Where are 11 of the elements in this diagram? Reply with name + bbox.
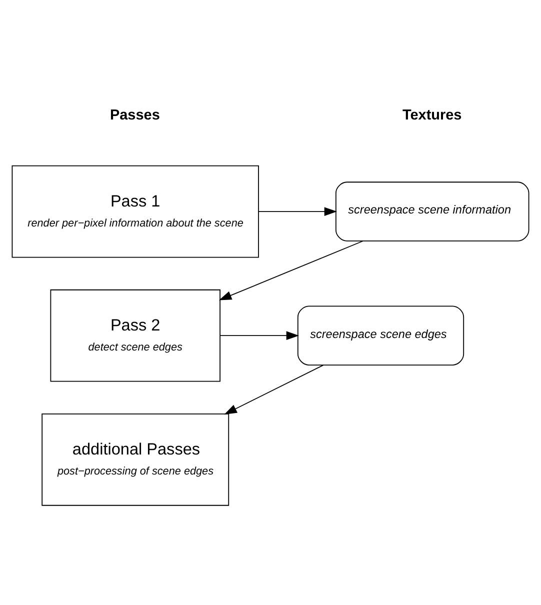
node-box: additional Passes post−processing of scene edges: [42, 412, 230, 506]
label: Passes: [110, 106, 160, 123]
arrow: [224, 364, 324, 414]
node-box: screenspace scene information: [335, 181, 530, 241]
arrow: [258, 206, 338, 216]
arrow: [220, 330, 300, 340]
arrow: [218, 240, 364, 300]
node-box: Pass 2 detect scene edges: [50, 288, 220, 382]
node-box: Pass 1 render per−pixel information about the scene: [12, 164, 259, 258]
node-box: screenspace scene edges: [297, 305, 464, 365]
label: Textures: [402, 106, 462, 123]
